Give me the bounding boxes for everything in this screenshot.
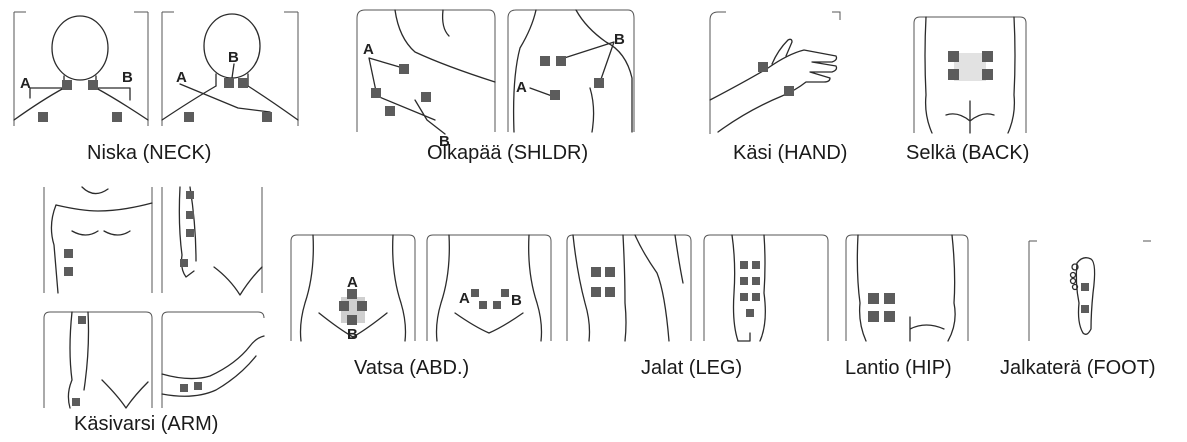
neck-diagram-back: B A — [160, 8, 300, 133]
abdomen-pad — [493, 301, 501, 309]
abdomen-diagram-1: A B — [289, 233, 417, 345]
leg-pad — [591, 267, 601, 277]
back-pad — [948, 69, 959, 80]
arm-diagram-2 — [160, 185, 264, 297]
neck-pad — [112, 112, 122, 122]
neck-pad — [262, 112, 272, 122]
hand-pad — [758, 62, 768, 72]
neck-pad — [184, 112, 194, 122]
point-label-b: B — [228, 49, 239, 66]
neck-pad — [62, 80, 72, 90]
shoulder-pad — [371, 88, 381, 98]
arm-pad — [78, 316, 86, 324]
caption-shoulder: Olkapää (SHLDR) — [427, 142, 588, 165]
point-label-b: B — [122, 69, 133, 86]
abdomen-pad — [339, 301, 349, 311]
hand-diagram — [708, 10, 842, 136]
abdomen-pad — [479, 301, 487, 309]
arm-diagram-1 — [42, 185, 154, 297]
foot-pad — [1081, 305, 1089, 313]
arm-pad — [180, 259, 188, 267]
hip-pad — [884, 311, 895, 322]
hand-pad — [784, 86, 794, 96]
shoulder-pad — [550, 90, 560, 100]
shoulder-pad — [385, 106, 395, 116]
shoulder-diagram-back: A B — [506, 8, 636, 136]
leg-pad — [740, 293, 748, 301]
leg-pad — [740, 261, 748, 269]
arm-diagram-3 — [42, 310, 154, 410]
point-label-a: A — [516, 79, 527, 96]
neck-pad — [238, 78, 248, 88]
abdomen-pad — [471, 289, 479, 297]
neck-pad — [224, 78, 234, 88]
caption-arm: Käsivarsi (ARM) — [74, 413, 218, 436]
caption-foot: Jalkaterä (FOOT) — [1000, 357, 1156, 380]
leg-pad — [591, 287, 601, 297]
arm-pad — [186, 191, 194, 199]
abdomen-pad — [357, 301, 367, 311]
abdomen-pad — [347, 315, 357, 325]
caption-hip: Lantio (HIP) — [845, 357, 952, 380]
back-diagram — [912, 15, 1028, 135]
point-label-a: A — [176, 69, 187, 86]
abdomen-pad — [501, 289, 509, 297]
leg-diagram-2 — [702, 233, 830, 345]
hip-pad — [868, 293, 879, 304]
leg-pad — [752, 277, 760, 285]
leg-pad — [605, 267, 615, 277]
leg-pad — [740, 277, 748, 285]
shoulder-pad — [421, 92, 431, 102]
leg-diagram-1 — [565, 233, 693, 345]
shoulder-pad — [540, 56, 550, 66]
neck-diagram-front: A B — [12, 8, 150, 133]
abdomen-diagram-2: A B — [425, 233, 553, 345]
shoulder-pad — [399, 64, 409, 74]
leg-pad — [746, 309, 754, 317]
caption-abdomen: Vatsa (ABD.) — [354, 357, 469, 380]
arm-pad — [180, 384, 188, 392]
leg-pad — [605, 287, 615, 297]
caption-leg: Jalat (LEG) — [641, 357, 742, 380]
arm-pad — [64, 249, 73, 258]
point-label-a: A — [347, 274, 358, 291]
point-label-b: B — [347, 326, 358, 343]
caption-hand: Käsi (HAND) — [733, 142, 847, 165]
shoulder-diagram-front: A B — [355, 8, 497, 136]
point-label-b: B — [614, 31, 625, 48]
foot-pad — [1081, 283, 1089, 291]
neck-pad — [38, 112, 48, 122]
foot-diagram — [1027, 233, 1153, 345]
point-label-a: A — [459, 290, 470, 307]
shoulder-pad — [594, 78, 604, 88]
hip-diagram — [844, 233, 970, 345]
back-pad — [948, 51, 959, 62]
hip-pad — [868, 311, 879, 322]
point-label-a: A — [363, 41, 374, 58]
hip-pad — [884, 293, 895, 304]
neck-pad — [88, 80, 98, 90]
leg-pad — [752, 293, 760, 301]
leg-pad — [752, 261, 760, 269]
arm-pad — [72, 398, 80, 406]
arm-pad — [186, 211, 194, 219]
arm-pad — [194, 382, 202, 390]
shoulder-pad — [556, 56, 566, 66]
back-pad — [982, 69, 993, 80]
caption-neck: Niska (NECK) — [87, 142, 211, 165]
back-pad — [982, 51, 993, 62]
point-label-a: A — [20, 75, 31, 92]
point-label-b: B — [511, 292, 522, 309]
caption-back: Selkä (BACK) — [906, 142, 1029, 165]
arm-pad — [64, 267, 73, 276]
arm-pad — [186, 229, 194, 237]
arm-diagram-4 — [160, 310, 266, 410]
